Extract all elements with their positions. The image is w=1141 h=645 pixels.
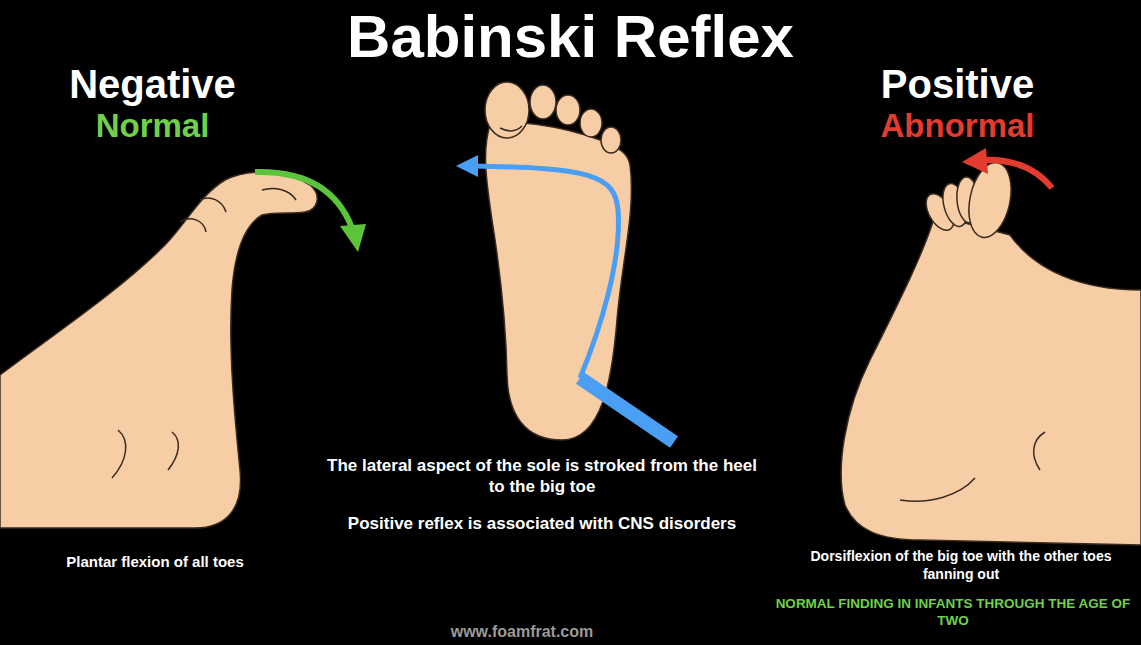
abnormal-foot xyxy=(841,159,1141,545)
toe-line xyxy=(200,198,226,212)
diagram-title: Babinski Reflex xyxy=(0,2,1141,71)
toe xyxy=(580,109,602,137)
infant-note: NORMAL FINDING IN INFANTS THROUGH THE AG… xyxy=(770,596,1136,630)
stroke-arrowhead xyxy=(456,155,478,177)
foot-outline xyxy=(841,215,1141,545)
ankle-line xyxy=(112,430,126,478)
ankle-line xyxy=(168,432,178,470)
sole-foot xyxy=(485,82,631,440)
abnormal-note: Dorsiflexion of the big toe with the oth… xyxy=(786,548,1136,583)
normal-note: Plantar flexion of all toes xyxy=(20,553,290,572)
extension-arrowhead xyxy=(962,148,988,174)
flexion-arrowhead xyxy=(340,224,366,252)
status-normal: Normal xyxy=(30,108,275,144)
flexion-arrow xyxy=(255,172,352,228)
big-toe xyxy=(963,159,1018,242)
stroke-path xyxy=(474,166,618,378)
toe xyxy=(601,127,621,153)
foot-outline xyxy=(0,172,317,528)
clinical-note: Positive reflex is associated with CNS d… xyxy=(322,513,762,534)
extension-arrow xyxy=(982,160,1052,188)
toe-line xyxy=(180,219,206,232)
toe xyxy=(530,85,556,119)
toe-line xyxy=(262,188,296,200)
method-note: The lateral aspect of the sole is stroke… xyxy=(322,455,762,498)
stroke-tool xyxy=(580,378,674,442)
website-url: www.foamfrat.com xyxy=(392,622,652,641)
status-abnormal: Abnormal xyxy=(835,108,1080,144)
ankle-line xyxy=(900,478,975,501)
toe-crease xyxy=(500,126,522,131)
big-toe xyxy=(485,82,529,138)
heading: Positive xyxy=(835,62,1080,106)
heading: Negative xyxy=(30,62,275,106)
normal-foot xyxy=(0,172,317,528)
toe xyxy=(556,95,580,125)
ankle-line xyxy=(1034,432,1045,470)
